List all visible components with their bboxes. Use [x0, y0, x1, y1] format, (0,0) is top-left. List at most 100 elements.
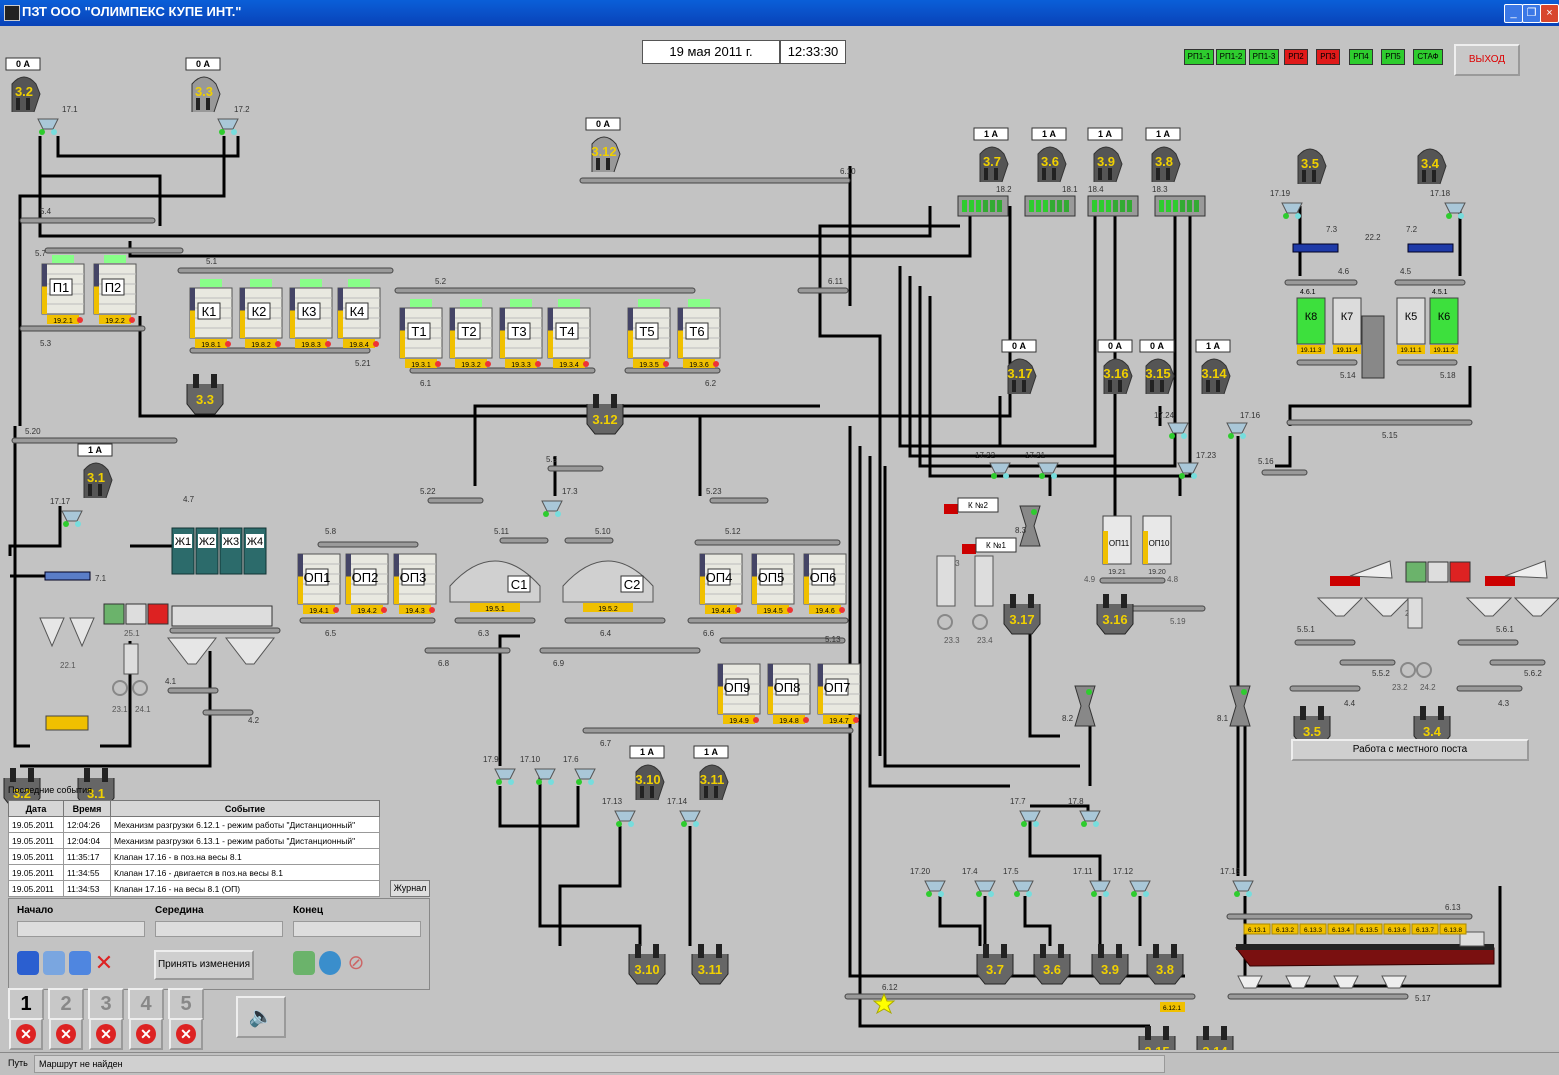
conveyor-belt[interactable] — [499, 537, 549, 544]
valve-icon[interactable] — [217, 118, 239, 130]
valve-icon[interactable] — [1037, 462, 1059, 474]
conveyor-belt[interactable] — [1394, 279, 1466, 286]
route-person-icon[interactable] — [17, 951, 39, 975]
conveyor-belt[interactable] — [579, 177, 851, 184]
conveyor-belt[interactable] — [694, 539, 841, 546]
hopper-silo[interactable] — [1429, 297, 1459, 345]
conveyor-belt[interactable] — [11, 437, 178, 444]
stop-icon[interactable] — [1427, 561, 1449, 583]
route-number-button[interactable]: 1 — [8, 988, 44, 1020]
pit-elevator-icon[interactable] — [1096, 604, 1134, 635]
valve-icon[interactable] — [614, 810, 636, 822]
valve-icon[interactable] — [37, 118, 59, 130]
conveyor-belt[interactable] — [624, 367, 721, 374]
route-number-button[interactable]: 3 — [88, 988, 124, 1020]
conveyor-belt[interactable] — [797, 287, 849, 294]
dump-truck-cab[interactable] — [1330, 576, 1360, 586]
valve-icon[interactable] — [1167, 422, 1189, 434]
conveyor-belt[interactable] — [1261, 469, 1308, 476]
conveyor-belt[interactable] — [709, 497, 769, 504]
conveyor-belt[interactable] — [687, 617, 849, 624]
valve-icon[interactable] — [679, 810, 701, 822]
conveyor-belt[interactable] — [1457, 639, 1519, 646]
route-number-button[interactable]: 5 — [168, 988, 204, 1020]
receiving-hopper[interactable] — [166, 637, 218, 665]
screw-conveyor-7-3[interactable] — [1292, 243, 1339, 253]
conveyor-belt[interactable] — [1286, 419, 1473, 426]
ship-loader[interactable] — [1333, 975, 1359, 989]
pit-elevator-icon[interactable] — [1003, 604, 1041, 635]
dump-truck-cab[interactable] — [1485, 576, 1515, 586]
conveyor-belt[interactable] — [19, 325, 146, 332]
valve-icon[interactable] — [1232, 880, 1254, 892]
exit-button[interactable]: ВЫХОД — [1454, 44, 1520, 76]
conveyor-belt[interactable] — [169, 627, 281, 634]
truck-icon[interactable] — [944, 504, 958, 514]
conveyor-belt[interactable] — [1339, 659, 1396, 666]
route-clear-button[interactable]: ✕ — [49, 1018, 83, 1050]
ship-hull[interactable] — [1234, 947, 1495, 967]
screw-conveyor-7-1[interactable] — [44, 571, 91, 581]
conveyor-belt[interactable] — [564, 617, 666, 624]
valve-icon[interactable] — [1079, 810, 1101, 822]
hopper-silo[interactable] — [1396, 297, 1426, 345]
valve-icon[interactable] — [1089, 880, 1111, 892]
pit-elevator-icon[interactable] — [586, 404, 624, 435]
receiving-hopper[interactable] — [1316, 597, 1364, 617]
funnel-hopper[interactable] — [39, 617, 65, 648]
railcar[interactable] — [171, 605, 273, 627]
conveyor-belt[interactable] — [299, 617, 436, 624]
valve-icon[interactable] — [1177, 462, 1199, 474]
valve-icon[interactable] — [974, 880, 996, 892]
valve-icon[interactable] — [924, 880, 946, 892]
route-cancel-icon[interactable]: ✕ — [94, 950, 114, 975]
ship-loader[interactable] — [1285, 975, 1311, 989]
route-refresh-icon[interactable] — [43, 951, 65, 975]
conveyor-belt[interactable] — [1284, 279, 1358, 286]
route-number-button[interactable]: 4 — [128, 988, 164, 1020]
route-end-field[interactable] — [293, 921, 421, 937]
conveyor-belt[interactable] — [427, 497, 484, 504]
route-clear-button[interactable]: ✕ — [169, 1018, 203, 1050]
receiving-hopper[interactable] — [1465, 597, 1513, 617]
conveyor-belt[interactable] — [1129, 605, 1206, 612]
valve-icon[interactable] — [61, 510, 83, 522]
conveyor-belt[interactable] — [1294, 639, 1356, 646]
conveyor-belt[interactable] — [189, 347, 371, 354]
silo-body[interactable] — [93, 263, 137, 315]
conveyor-belt[interactable] — [454, 617, 536, 624]
receiving-hopper[interactable] — [1363, 597, 1411, 617]
route-clear-button[interactable]: ✕ — [129, 1018, 163, 1050]
conveyor-belt[interactable] — [1227, 993, 1409, 1000]
route-stop-icon[interactable]: ⊘ — [347, 952, 365, 974]
conveyor-belt[interactable] — [1456, 685, 1523, 692]
conveyor-belt[interactable] — [1099, 577, 1166, 584]
ship-loader[interactable] — [1381, 975, 1407, 989]
conveyor-belt[interactable] — [564, 537, 614, 544]
valve-icon[interactable] — [1444, 202, 1466, 214]
hopper-silo[interactable] — [1296, 297, 1326, 345]
conveyor-belt[interactable] — [409, 367, 596, 374]
conveyor-belt[interactable] — [1289, 685, 1361, 692]
conveyor-belt[interactable] — [582, 727, 854, 734]
route-middle-field[interactable] — [155, 921, 283, 937]
conveyor-belt[interactable] — [539, 647, 701, 654]
conveyor-belt[interactable] — [547, 465, 604, 472]
pit-elevator-icon[interactable] — [691, 954, 729, 985]
route-clear-button[interactable]: ✕ — [89, 1018, 123, 1050]
loading-truck[interactable] — [45, 715, 89, 731]
conveyor-belt[interactable] — [202, 709, 254, 716]
sound-button[interactable]: 🔈 — [236, 996, 286, 1038]
receiving-hopper[interactable] — [224, 637, 276, 665]
cancel-icon[interactable] — [1449, 561, 1471, 583]
conveyor-belt[interactable] — [844, 993, 1196, 1000]
restore-icon[interactable]: ❐ — [1522, 4, 1541, 23]
conveyor-belt[interactable] — [44, 247, 184, 254]
valve-icon[interactable] — [1226, 422, 1248, 434]
route-clear-button[interactable]: ✕ — [9, 1018, 43, 1050]
valve-icon[interactable] — [1019, 810, 1041, 822]
pit-elevator-icon[interactable] — [186, 384, 224, 415]
valve-icon[interactable] — [534, 768, 556, 780]
conveyor-belt[interactable] — [1226, 913, 1473, 920]
weigh-scale[interactable] — [1229, 685, 1251, 727]
